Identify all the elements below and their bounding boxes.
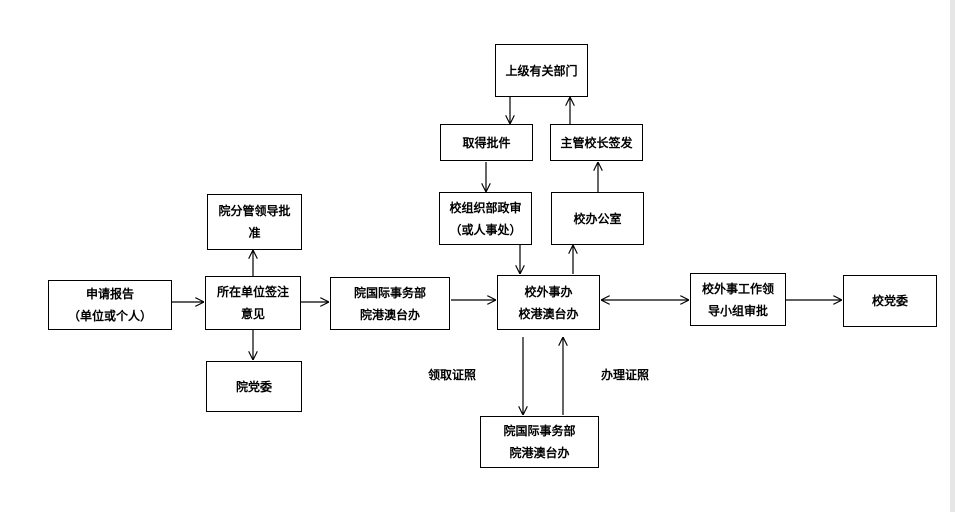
label-process-certificate: 办理证照 (601, 368, 650, 382)
node-foreign-affairs-line1: 校外事办 (524, 284, 573, 299)
node-superior-dept: 上级有关部门 (495, 44, 588, 97)
node-intl-affairs-line1: 院国际事务部 (353, 285, 426, 300)
node-leading-group-line1: 校外事工作领 (701, 281, 774, 296)
right-edge-strip (950, 0, 955, 512)
node-intl-affairs-bottom-line1: 院国际事务部 (503, 424, 576, 438)
node-obtain-approval: 取得批件 (440, 124, 533, 161)
node-apply-report-line1: 申请报告 (85, 287, 134, 301)
node-unit-sign: 所在单位签注 意见 (205, 276, 301, 330)
node-org-dept: 校组织部政审 （或人事处） (439, 192, 532, 245)
node-apply-report-line2: （单位或个人） (67, 309, 152, 323)
node-dept-leader: 院分管领导批 准 (207, 194, 302, 250)
node-intl-affairs: 院国际事务部 院港澳台办 (330, 277, 450, 330)
node-principal-sign-line1: 主管校长签发 (560, 135, 633, 150)
node-party-committee-left-line1: 院党委 (235, 379, 272, 394)
node-intl-affairs-bottom: 院国际事务部 院港澳台办 (480, 416, 599, 468)
node-foreign-affairs: 校外事办 校港澳台办 (497, 275, 600, 330)
node-school-party-committee: 校党委 (843, 275, 937, 327)
node-school-office-line1: 校办公室 (573, 211, 622, 226)
node-school-party-committee-line1: 校党委 (871, 294, 908, 308)
node-org-dept-line2: （或人事处） (449, 222, 522, 237)
node-org-dept-line1: 校组织部政审 (449, 200, 522, 215)
node-foreign-affairs-line2: 校港澳台办 (518, 306, 579, 321)
node-apply-report: 申请报告 （单位或个人） (48, 280, 172, 330)
label-receive-certificate: 领取证照 (428, 368, 477, 382)
node-superior-dept-line1: 上级有关部门 (505, 63, 578, 78)
node-party-committee-left: 院党委 (206, 361, 302, 412)
node-principal-sign: 主管校长签发 (550, 124, 643, 161)
node-dept-leader-line2: 准 (248, 226, 261, 240)
node-unit-sign-line1: 所在单位签注 (216, 285, 289, 299)
node-intl-affairs-line2: 院港澳台办 (359, 307, 420, 322)
node-obtain-approval-line1: 取得批件 (462, 135, 511, 150)
node-dept-leader-line1: 院分管领导批 (218, 204, 291, 218)
node-leading-group-line2: 导小组审批 (707, 303, 768, 318)
node-school-office: 校办公室 (551, 192, 644, 245)
node-intl-affairs-bottom-line2: 院港澳台办 (509, 446, 570, 460)
node-leading-group: 校外事工作领 导小组审批 (690, 273, 786, 326)
node-unit-sign-line2: 意见 (240, 307, 265, 321)
